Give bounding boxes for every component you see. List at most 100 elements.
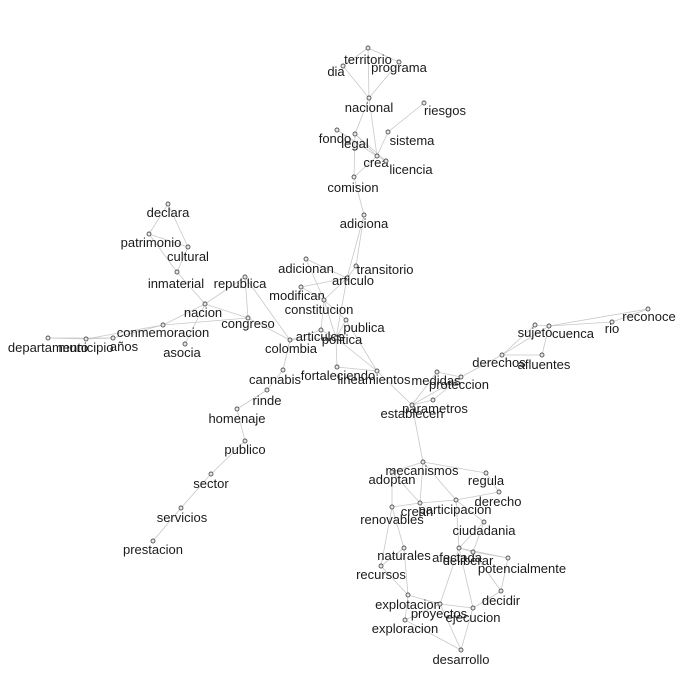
node-dot-anos xyxy=(110,335,116,341)
node-label-asocia: asocia xyxy=(163,345,201,360)
node-dot-afectada xyxy=(456,545,462,551)
edge-fondo-crea xyxy=(336,129,378,157)
node-derecho: derecho xyxy=(475,489,522,509)
edge-exploracion-desarrollo xyxy=(404,619,462,651)
node-label-ciudadania: ciudadania xyxy=(453,523,517,538)
node-afluentes: afluentes xyxy=(518,352,571,372)
node-label-articulo: articulo xyxy=(332,273,374,288)
node-dot-desarrollo xyxy=(458,647,464,653)
node-territorio: territorio xyxy=(344,45,392,67)
node-label-deliberar: deliberar xyxy=(443,553,494,568)
node-ciudadania: ciudadania xyxy=(453,519,517,538)
edge-crea-comision xyxy=(353,155,378,178)
node-dot-territorio xyxy=(365,45,371,51)
edge-participacion-ciudadania xyxy=(455,499,485,523)
node-adoptan: adoptan xyxy=(369,469,416,487)
node-dot-establecen xyxy=(409,402,415,408)
edge-naturales-explotacion xyxy=(403,547,409,596)
node-sector: sector xyxy=(193,471,229,491)
node-departamento: departamento xyxy=(8,335,88,355)
node-label-transitorio: transitorio xyxy=(356,262,413,277)
node-nacional: nacional xyxy=(345,95,393,115)
node-label-proteccion: proteccion xyxy=(429,377,489,392)
edge-colombia-congreso xyxy=(247,317,291,341)
node-exploracion: exploracion xyxy=(372,617,439,636)
node-afectada: afectada xyxy=(432,545,483,565)
node-dot-decidir xyxy=(498,588,504,594)
node-dot-medidas xyxy=(434,369,440,375)
edge-adiciona-transitorio xyxy=(355,214,365,267)
node-label-proyectos: proyectos xyxy=(411,606,468,621)
node-modifican: modifican xyxy=(269,284,325,303)
node-label-sector: sector xyxy=(193,476,229,491)
node-label-sujeto: sujeto xyxy=(518,325,553,340)
node-regula: regula xyxy=(468,470,505,488)
node-dot-publica xyxy=(343,317,349,323)
node-label-crea: crea xyxy=(363,155,389,170)
node-dot-proyectos xyxy=(437,601,443,607)
node-label-articulos: articulos xyxy=(296,329,345,344)
edge-parametros-proteccion xyxy=(432,376,462,401)
node-dot-comision xyxy=(351,174,357,180)
edge-recursos-explotacion xyxy=(380,565,409,596)
node-label-congreso: congreso xyxy=(221,316,274,331)
edge-cuenca-afluentes xyxy=(541,325,550,356)
node-dot-ciudadania xyxy=(481,519,487,525)
node-comision: comision xyxy=(327,174,379,195)
node-dot-cultural xyxy=(185,244,191,250)
edge-inmaterial-patrimonio xyxy=(148,233,178,273)
edge-patrimonio-declara xyxy=(148,203,169,235)
edge-articulos-politica xyxy=(320,329,337,339)
node-dot-constitucion xyxy=(321,297,327,303)
node-label-crean: crean xyxy=(401,504,434,519)
edge-adoptan-crean xyxy=(391,471,421,504)
node-dot-mecanismos xyxy=(420,459,426,465)
node-dot-articulo xyxy=(344,275,350,281)
edge-articulo-politica xyxy=(335,277,348,339)
edge-reconoce-cuenca xyxy=(548,308,649,327)
edge-colombia-republica xyxy=(244,276,291,341)
node-dot-prestacion xyxy=(150,538,156,544)
edge-nacion-inmaterial xyxy=(176,271,206,305)
node-label-derecho: derecho xyxy=(475,494,522,509)
edge-medidas-proteccion xyxy=(436,371,462,378)
node-prestacion: prestacion xyxy=(123,538,183,557)
node-label-mecanismos: mecanismos xyxy=(386,463,459,478)
edge-riesgos-sistema xyxy=(387,102,425,133)
edges-layer xyxy=(47,47,649,651)
node-label-exploracion: exploracion xyxy=(372,621,439,636)
edge-sistema-crea xyxy=(376,131,389,157)
node-crea: crea xyxy=(363,153,389,170)
node-medidas: medidas xyxy=(411,369,461,388)
node-decidir: decidir xyxy=(482,588,521,608)
edge-articulo-adicionan xyxy=(305,258,348,279)
node-dot-transitorio xyxy=(353,263,359,269)
node-recursos: recursos xyxy=(356,563,406,582)
edge-patrimonio-cultural xyxy=(148,233,189,248)
edge-sujeto-derechos xyxy=(501,324,536,356)
node-label-modifican: modifican xyxy=(269,288,325,303)
node-proteccion: proteccion xyxy=(429,374,489,392)
node-ejecucion: ejecucion xyxy=(446,605,500,625)
edge-establecen-mecanismos xyxy=(411,404,424,463)
node-label-prestacion: prestacion xyxy=(123,542,183,557)
node-label-lineamientos: lineamientos xyxy=(338,372,411,387)
edge-territorio-nacional xyxy=(367,47,370,99)
node-dot-declara xyxy=(165,201,171,207)
node-congreso: congreso xyxy=(221,315,275,331)
edge-adicionan-constitucion xyxy=(305,258,325,301)
node-programa: programa xyxy=(371,59,428,75)
node-articulo: articulo xyxy=(332,273,374,288)
edge-publico-sector xyxy=(210,440,246,475)
node-label-potencialmente: potencialmente xyxy=(478,561,566,576)
node-label-anos: años xyxy=(110,339,139,354)
edge-renovables-naturales xyxy=(391,506,405,549)
edge-dia-nacional xyxy=(342,65,370,99)
node-dot-inmaterial xyxy=(174,269,180,275)
node-label-declara: declara xyxy=(147,205,190,220)
edge-cannabis-rinde xyxy=(266,369,284,391)
node-dot-proteccion xyxy=(458,374,464,380)
edge-crean-renovables xyxy=(391,502,421,508)
edge-renovables-recursos xyxy=(380,506,393,567)
edge-conmemoracion-anos xyxy=(112,324,164,339)
